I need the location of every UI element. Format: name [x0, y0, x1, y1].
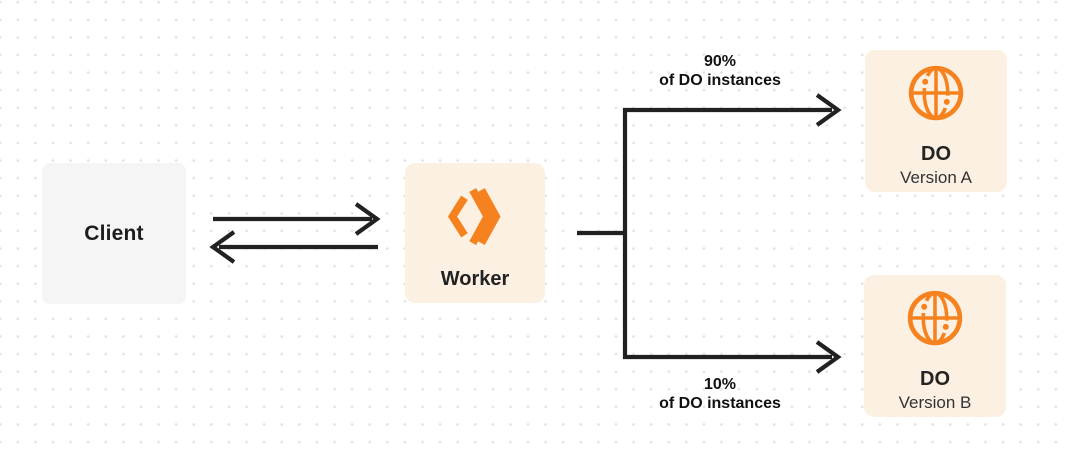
arrow-to-do-version-a [815, 93, 842, 127]
branch-a-percent: 90% [703, 53, 737, 70]
globe-dots-icon [908, 65, 964, 121]
do-a-title: DO [921, 143, 951, 165]
do-version-b-node: DO Version B [864, 275, 1006, 417]
branch-a-label: 90% of DO instances [620, 52, 820, 90]
worker-node: Worker [405, 163, 545, 303]
branch-b-percent: 10% [703, 376, 737, 393]
branch-trunk-line [577, 107, 832, 360]
arrow-to-do-version-b [815, 340, 842, 374]
do-a-subtitle: Version A [900, 168, 972, 187]
client-label: Client [84, 221, 144, 245]
worker-label: Worker [440, 268, 510, 290]
do-b-subtitle: Version B [898, 393, 972, 412]
arrow-client-to-worker [213, 202, 381, 236]
client-node: Client [42, 163, 186, 304]
globe-dots-icon [907, 290, 963, 346]
branch-a-caption: of DO instances [659, 72, 781, 89]
do-b-title: DO [920, 368, 950, 390]
branch-b-caption: of DO instances [659, 395, 781, 412]
workers-chevrons-icon [447, 188, 501, 246]
do-version-a-node: DO Version A [865, 50, 1007, 192]
arrow-worker-to-client [209, 230, 378, 264]
branch-b-label: 10% of DO instances [620, 375, 820, 413]
